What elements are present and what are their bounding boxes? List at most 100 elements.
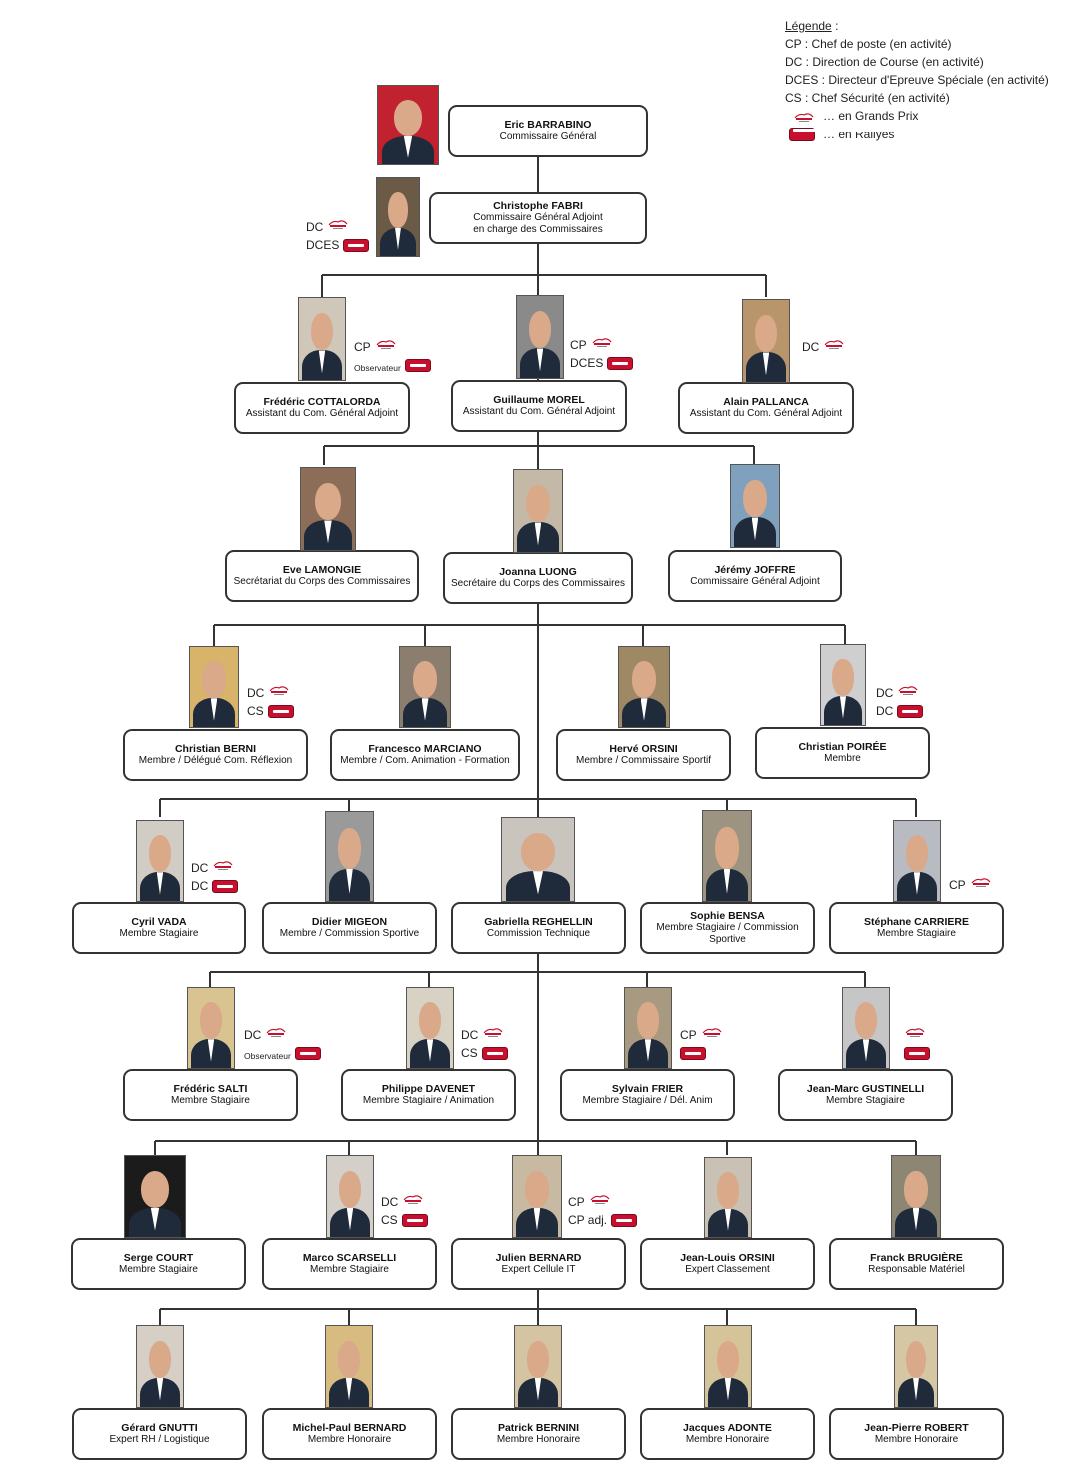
person-photo	[300, 467, 356, 551]
legend: Légende : CP : Chef de poste (en activit…	[785, 17, 1049, 143]
person-photo	[189, 646, 239, 728]
photo-collar	[724, 1377, 732, 1401]
person-role: Membre Stagiaire / Commission	[656, 922, 799, 933]
photo-head	[754, 314, 778, 353]
photo-head	[310, 312, 334, 351]
photo-collar	[426, 1039, 434, 1062]
person-role: Commissaire Général Adjoint	[473, 212, 603, 223]
person-role: en charge des Commissaires	[473, 224, 603, 235]
photo-collar	[640, 698, 648, 721]
photo-head	[337, 1340, 361, 1378]
person-photo	[298, 297, 346, 381]
person-name: Michel-Paul BERNARD	[292, 1422, 407, 1434]
photo-head	[905, 1340, 927, 1378]
person-photo	[187, 987, 235, 1069]
photo-collar	[403, 135, 413, 158]
legend-item: DC : Direction de Course (en activité)	[785, 55, 984, 69]
person-photo	[618, 646, 670, 728]
grand-prix-logo-icon	[483, 1028, 503, 1037]
rallye-badge-icon	[607, 357, 634, 370]
person-role: Sportive	[709, 934, 746, 945]
grand-prix-logo-icon	[403, 1195, 423, 1204]
person-role: Membre Stagiaire	[826, 1095, 905, 1106]
grand-prix-logo-icon	[592, 338, 612, 347]
person-name: Christian BERNI	[174, 743, 257, 755]
photo-head	[413, 661, 437, 699]
photo-collar	[913, 1377, 919, 1401]
person-name: Christian POIRÉE	[798, 741, 887, 753]
legend-colon: :	[835, 19, 839, 33]
person-role: Assistant du Com. Général Adjoint	[245, 408, 399, 419]
photo-collar	[532, 871, 544, 895]
role-tag: CS	[247, 704, 264, 718]
photo-collar	[913, 872, 921, 895]
legend-item: CS : Chef Sécurité (en activité)	[785, 91, 950, 105]
role-tag: CP	[354, 340, 371, 354]
role-tag: CS	[381, 1213, 398, 1227]
role-tag: CP adj.	[568, 1213, 608, 1227]
photo-collar	[346, 1207, 354, 1231]
rallye-badge-icon	[680, 1047, 706, 1060]
person-name: Francesco MARCIANO	[368, 743, 482, 755]
photo-collar	[534, 1377, 542, 1401]
person-photo	[742, 299, 790, 383]
person-name: Sophie BENSA	[690, 910, 765, 922]
photo-head	[904, 1170, 928, 1208]
photo-collar	[207, 1039, 215, 1062]
person-name: Alain PALLANCA	[723, 396, 809, 408]
person-role: Membre Honoraire	[685, 1434, 770, 1445]
role-tag: DCES	[570, 356, 604, 370]
grand-prix-logo-icon	[794, 113, 814, 122]
person-photo	[501, 817, 575, 902]
person-photo	[136, 820, 184, 902]
photo-collar	[644, 1039, 652, 1062]
photo-head	[387, 192, 409, 228]
person-name: Jérémy JOFFRE	[714, 564, 796, 576]
role-tag: CP	[568, 1195, 585, 1209]
photo-head	[832, 659, 854, 697]
person-name: Jacques ADONTE	[683, 1422, 772, 1434]
photo-head	[526, 484, 550, 523]
person-name: Christophe FABRI	[493, 200, 583, 212]
photo-collar	[395, 227, 401, 250]
photo-head	[148, 835, 172, 873]
grand-prix-logo-icon	[328, 220, 348, 229]
person-photo	[326, 1155, 374, 1238]
person-photo	[704, 1325, 752, 1408]
grand-prix-logo-icon	[898, 686, 918, 695]
legend-title: Légende	[785, 19, 832, 33]
photo-collar	[762, 352, 770, 376]
person-role: Expert Classement	[685, 1264, 770, 1275]
